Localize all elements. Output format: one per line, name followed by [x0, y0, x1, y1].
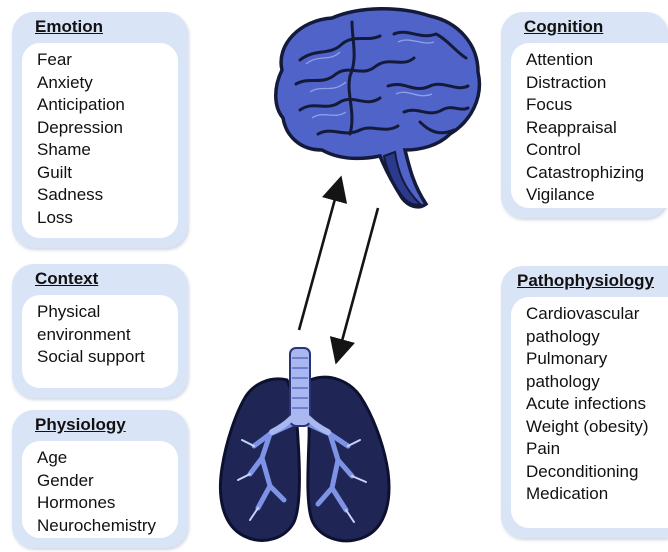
brain-icon: [276, 9, 480, 207]
arrow-up-icon: [299, 188, 338, 330]
arrow-down-icon: [339, 208, 378, 352]
lungs-icon: [220, 348, 389, 541]
